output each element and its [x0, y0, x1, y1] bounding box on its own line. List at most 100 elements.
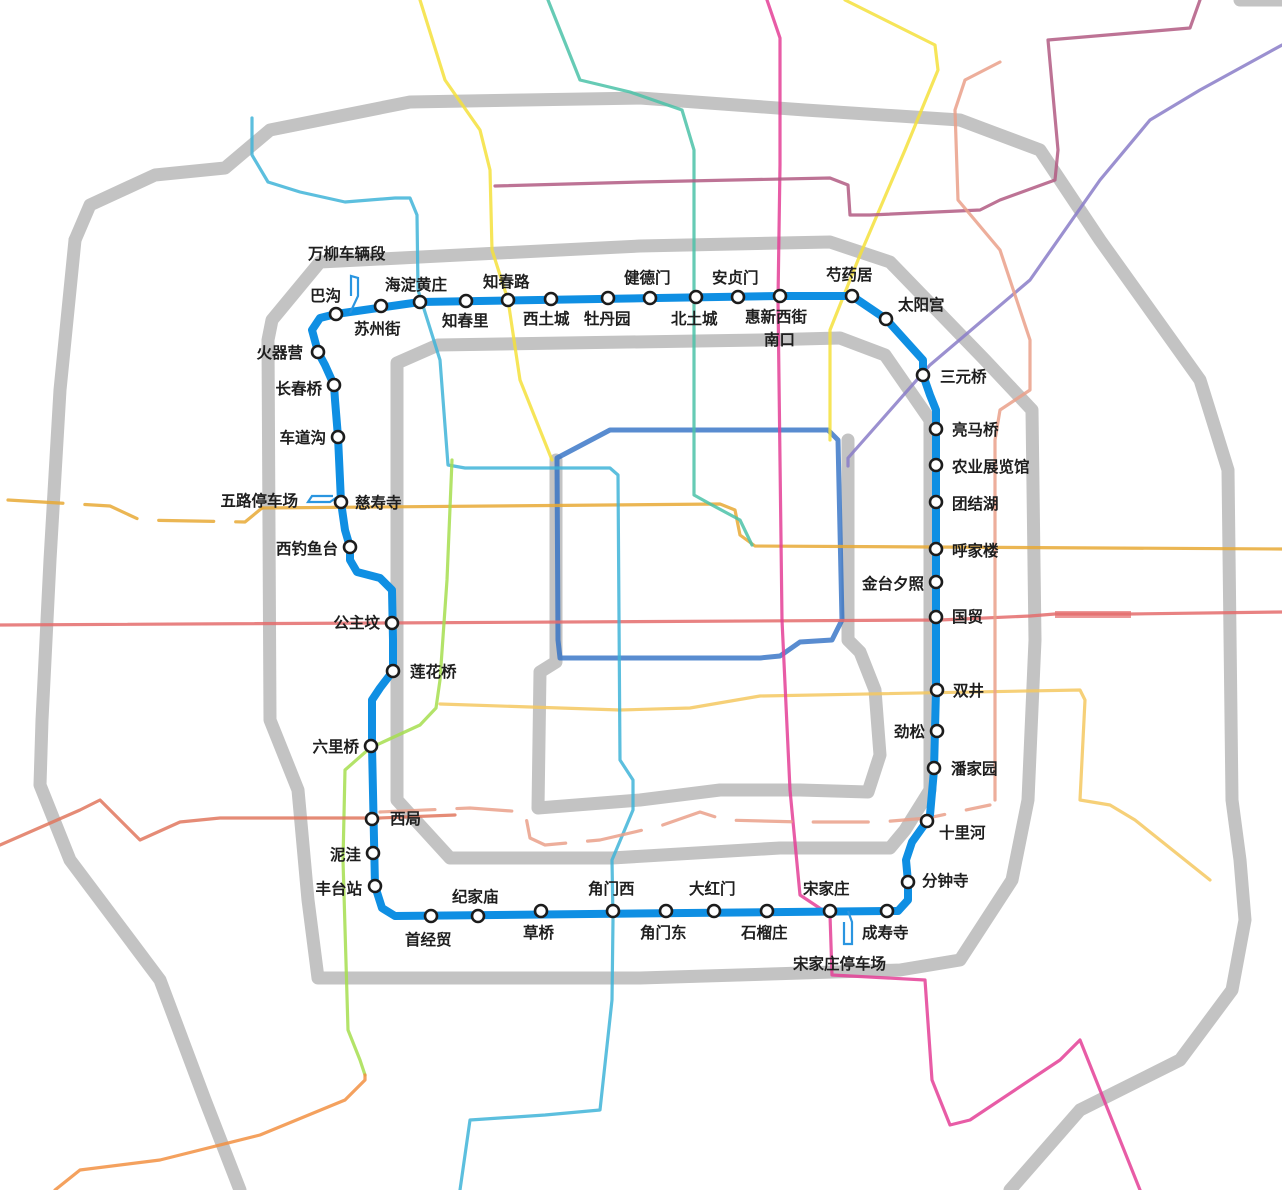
station[interactable]: 团结湖: [928, 494, 999, 513]
station-marker[interactable]: [642, 290, 658, 306]
station-label[interactable]: 知春里: [442, 311, 489, 330]
station[interactable]: 角门东: [640, 903, 687, 942]
station-marker[interactable]: [342, 539, 358, 555]
station[interactable]: 西土城: [523, 291, 570, 328]
station-marker[interactable]: [310, 344, 326, 360]
station[interactable]: 车道沟: [279, 428, 346, 447]
station[interactable]: 石榴庄: [740, 903, 788, 942]
station[interactable]: 莲花桥: [385, 662, 457, 681]
station[interactable]: 西局: [364, 810, 421, 828]
station-label[interactable]: 泥洼: [330, 845, 362, 864]
station-label[interactable]: 六里桥: [312, 737, 359, 756]
station-marker[interactable]: [326, 377, 342, 393]
station[interactable]: 巴沟: [310, 286, 344, 322]
station[interactable]: 丰台站: [315, 878, 383, 898]
station[interactable]: 金台夕照: [861, 574, 944, 593]
station-marker[interactable]: [367, 878, 383, 894]
station-label[interactable]: 首经贸: [405, 930, 452, 949]
station-marker[interactable]: [772, 288, 788, 304]
station-label[interactable]: 团结湖: [952, 494, 999, 513]
station-marker[interactable]: [915, 367, 931, 383]
station-marker[interactable]: [600, 290, 616, 306]
station[interactable]: 呼家楼: [928, 541, 999, 560]
station-label[interactable]: 潘家园: [951, 759, 998, 778]
station-marker[interactable]: [470, 908, 486, 924]
station[interactable]: 角门西: [588, 879, 635, 919]
station[interactable]: 亮马桥: [928, 420, 999, 439]
station-marker[interactable]: [928, 574, 944, 590]
station-label[interactable]: 慈寿寺: [355, 493, 402, 512]
station-label[interactable]: 十里河: [939, 823, 986, 842]
station[interactable]: 草桥: [523, 903, 555, 942]
station-marker[interactable]: [605, 903, 621, 919]
station-label[interactable]: 惠新西街: [745, 307, 808, 326]
station[interactable]: 分钟寺: [900, 871, 969, 890]
station[interactable]: 纪家庙: [452, 887, 499, 924]
station[interactable]: 海淀黄庄: [385, 275, 448, 310]
station-marker[interactable]: [929, 682, 945, 698]
station-marker[interactable]: [844, 288, 860, 304]
station[interactable]: 安贞门: [712, 268, 759, 305]
station-label[interactable]: 三元桥: [940, 367, 987, 386]
station[interactable]: 芍药居: [826, 265, 873, 304]
station-label[interactable]: 健德门: [624, 268, 671, 287]
station-label[interactable]: 公主坟: [333, 613, 380, 632]
station-marker[interactable]: [458, 293, 474, 309]
station-marker[interactable]: [759, 903, 775, 919]
station[interactable]: 首经贸: [405, 908, 452, 949]
station-label[interactable]: 劲松: [894, 722, 926, 741]
station-label[interactable]: 莲花桥: [410, 662, 457, 681]
station-label-line2[interactable]: 南口: [764, 330, 795, 349]
station[interactable]: 知春路: [483, 272, 530, 308]
station-marker[interactable]: [373, 298, 389, 314]
station-marker[interactable]: [929, 723, 945, 739]
station-marker[interactable]: [919, 813, 935, 829]
station-marker[interactable]: [543, 291, 559, 307]
station-label[interactable]: 农业展览馆: [951, 457, 1030, 476]
station[interactable]: 长春桥: [275, 377, 342, 398]
station-label[interactable]: 角门东: [640, 923, 687, 942]
station[interactable]: 健德门: [624, 268, 671, 306]
station-label[interactable]: 丰台站: [315, 879, 362, 898]
station-marker[interactable]: [658, 903, 674, 919]
station-label[interactable]: 亮马桥: [952, 420, 999, 439]
station[interactable]: 知春里: [442, 293, 489, 330]
station-marker[interactable]: [900, 874, 916, 890]
station[interactable]: 西钓鱼台: [276, 539, 358, 558]
station-label[interactable]: 角门西: [588, 879, 635, 898]
station[interactable]: 苏州街: [354, 298, 401, 338]
station[interactable]: 农业展览馆: [928, 457, 1030, 476]
station-marker[interactable]: [533, 903, 549, 919]
station-marker[interactable]: [385, 663, 401, 679]
station[interactable]: 国贸: [928, 607, 983, 626]
station-label[interactable]: 安贞门: [712, 268, 759, 287]
station-label[interactable]: 双井: [953, 681, 984, 700]
station-label[interactable]: 国贸: [952, 607, 983, 626]
station-marker[interactable]: [822, 903, 838, 919]
station-marker[interactable]: [328, 306, 344, 322]
station-marker[interactable]: [879, 903, 895, 919]
station-label[interactable]: 纪家庙: [452, 887, 499, 906]
station[interactable]: 泥洼: [330, 845, 381, 864]
station-label[interactable]: 成寿寺: [862, 923, 909, 942]
station-marker[interactable]: [730, 289, 746, 305]
station[interactable]: 十里河: [919, 813, 986, 842]
station[interactable]: 公主坟: [333, 613, 400, 632]
station-marker[interactable]: [333, 494, 349, 510]
station-label[interactable]: 长春桥: [275, 379, 322, 398]
station-marker[interactable]: [423, 908, 439, 924]
station-label[interactable]: 巴沟: [310, 286, 341, 305]
station-label[interactable]: 宋家庄: [803, 879, 850, 898]
station[interactable]: 北土城: [671, 289, 718, 328]
station-marker[interactable]: [928, 421, 944, 437]
station-marker[interactable]: [928, 457, 944, 473]
station[interactable]: 慈寿寺: [333, 493, 402, 512]
station[interactable]: 潘家园: [926, 759, 998, 778]
station-marker[interactable]: [364, 811, 380, 827]
station-marker[interactable]: [384, 615, 400, 631]
station-marker[interactable]: [363, 738, 379, 754]
station-label[interactable]: 苏州街: [354, 319, 401, 338]
station[interactable]: 成寿寺: [862, 903, 909, 942]
